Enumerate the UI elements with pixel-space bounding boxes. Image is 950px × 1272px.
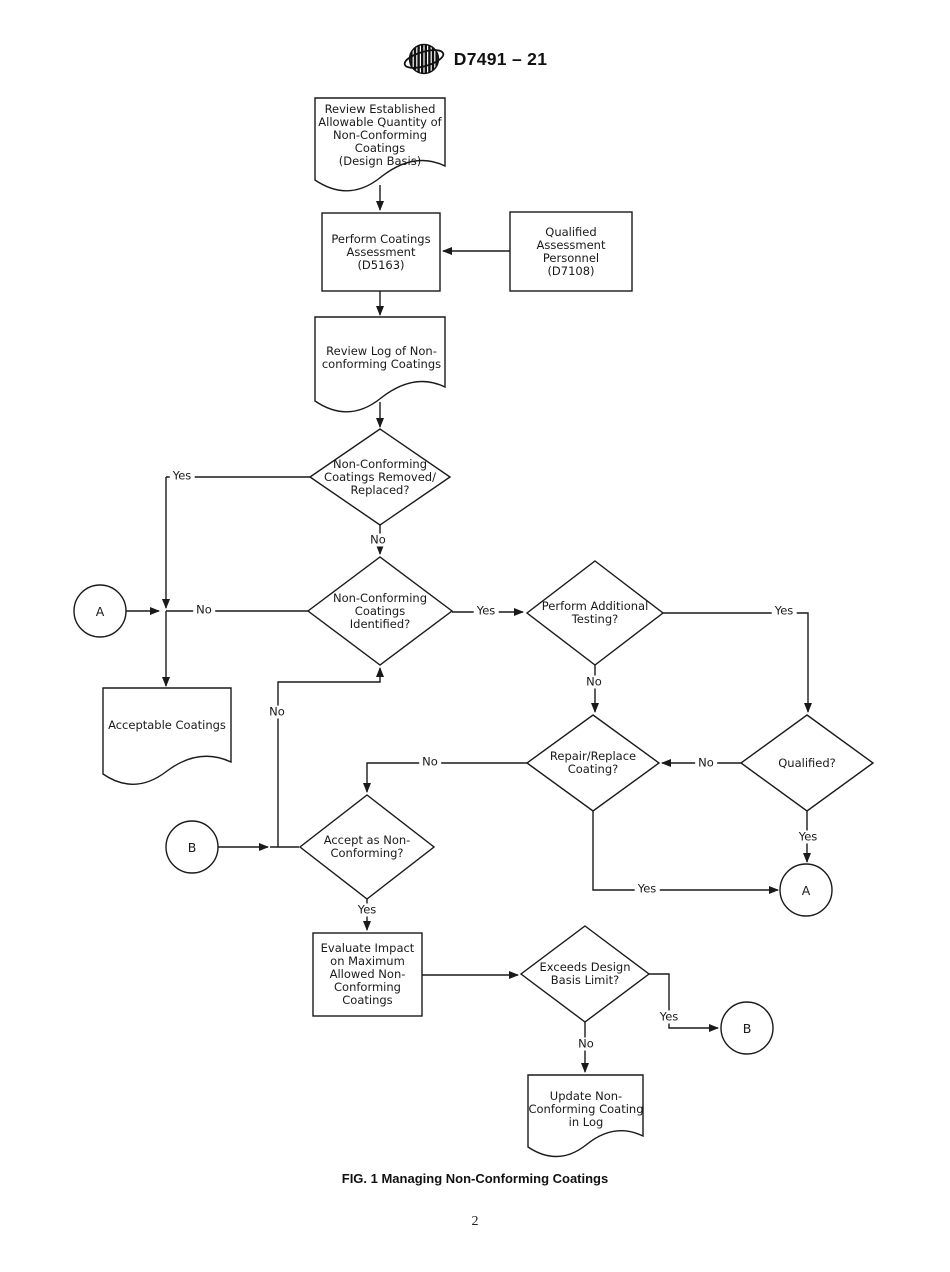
process-perform-assessment-label: Perform Coatings Assessment (D5163) [331,231,431,272]
decision-exceeds-limit-label: Exceeds Design Basis Limit? [539,960,631,987]
label-exceeds-yes: Yes [656,1010,682,1024]
label-testing-yes: Yes [771,604,797,618]
label-testing-no: No [583,675,605,689]
doc-update-log-label: Update Non- Conforming Coating in Log [528,1088,644,1129]
doc-acceptable-coatings [102,687,232,785]
label-qualified-yes: Yes [795,830,821,844]
decision-identified-label: Non-Conforming Coatings Identified? [332,590,428,631]
standard-code: D7491 – 21 [453,48,548,69]
process-perform-assessment [321,212,441,292]
connector-b-right-label: B [742,1020,752,1036]
label-accept-yes: Yes [354,903,380,917]
flowchart-shapes [73,97,875,1158]
connector-a-right-label: A [801,882,811,898]
label-repair-yes: Yes [634,882,660,896]
connector-a-left-label: A [95,603,105,619]
decision-accept-non-conforming-label: Accept as Non- Conforming? [323,833,411,860]
label-removed-no: No [367,533,389,547]
edge-accept-no-return [277,667,384,847]
edge-testing-yes [663,612,812,713]
label-exceeds-no: No [575,1037,597,1051]
connector-b-left-label: B [187,839,197,855]
doc-review-established-label: Review Established Allowable Quantity of… [318,101,442,168]
decision-identified [306,556,454,666]
decision-repair-replace-label: Repair/Replace Coating? [549,749,637,776]
process-evaluate-impact [312,932,423,1017]
doc-review-log [314,316,446,413]
astm-logo-icon [403,43,444,75]
figure-caption: FIG. 1 Managing Non-Conforming Coatings [341,1171,609,1186]
edge-repair-no [363,762,527,793]
decision-additional-testing-label: Perform Additional Testing? [541,599,649,626]
doc-review-established [314,97,446,192]
page-header: D7491 – 21 [0,40,950,78]
process-evaluate-impact-label: Evaluate Impact on Maximum Allowed Non- … [320,941,415,1007]
connector-a-right [779,863,833,917]
label-removed-yes: Yes [169,469,195,483]
process-qualified-personnel [509,211,633,292]
label-accept-no: No [266,705,288,719]
doc-review-log-label: Review Log of Non- conforming Coatings [321,343,442,371]
edge-exceeds-yes [649,973,719,1032]
process-qualified-personnel-label: Qualified Assessment Personnel (D7108) [536,224,606,278]
doc-acceptable-coatings-label: Acceptable Coatings [108,717,226,732]
label-repair-no: No [419,755,441,769]
flowchart-connectors [126,185,812,1073]
connector-b-right [720,1001,774,1055]
doc-update-log [527,1074,644,1158]
label-qualified-no: No [695,756,717,770]
page-number: 2 [471,1214,479,1229]
decision-qualified-label: Qualified? [778,755,836,770]
edge-repair-yes [592,811,779,894]
label-identified-no: No [193,603,215,617]
decision-removed-replaced-label: Non-Conforming Coatings Removed/ Replace… [324,456,436,497]
label-identified-yes: Yes [473,604,499,618]
